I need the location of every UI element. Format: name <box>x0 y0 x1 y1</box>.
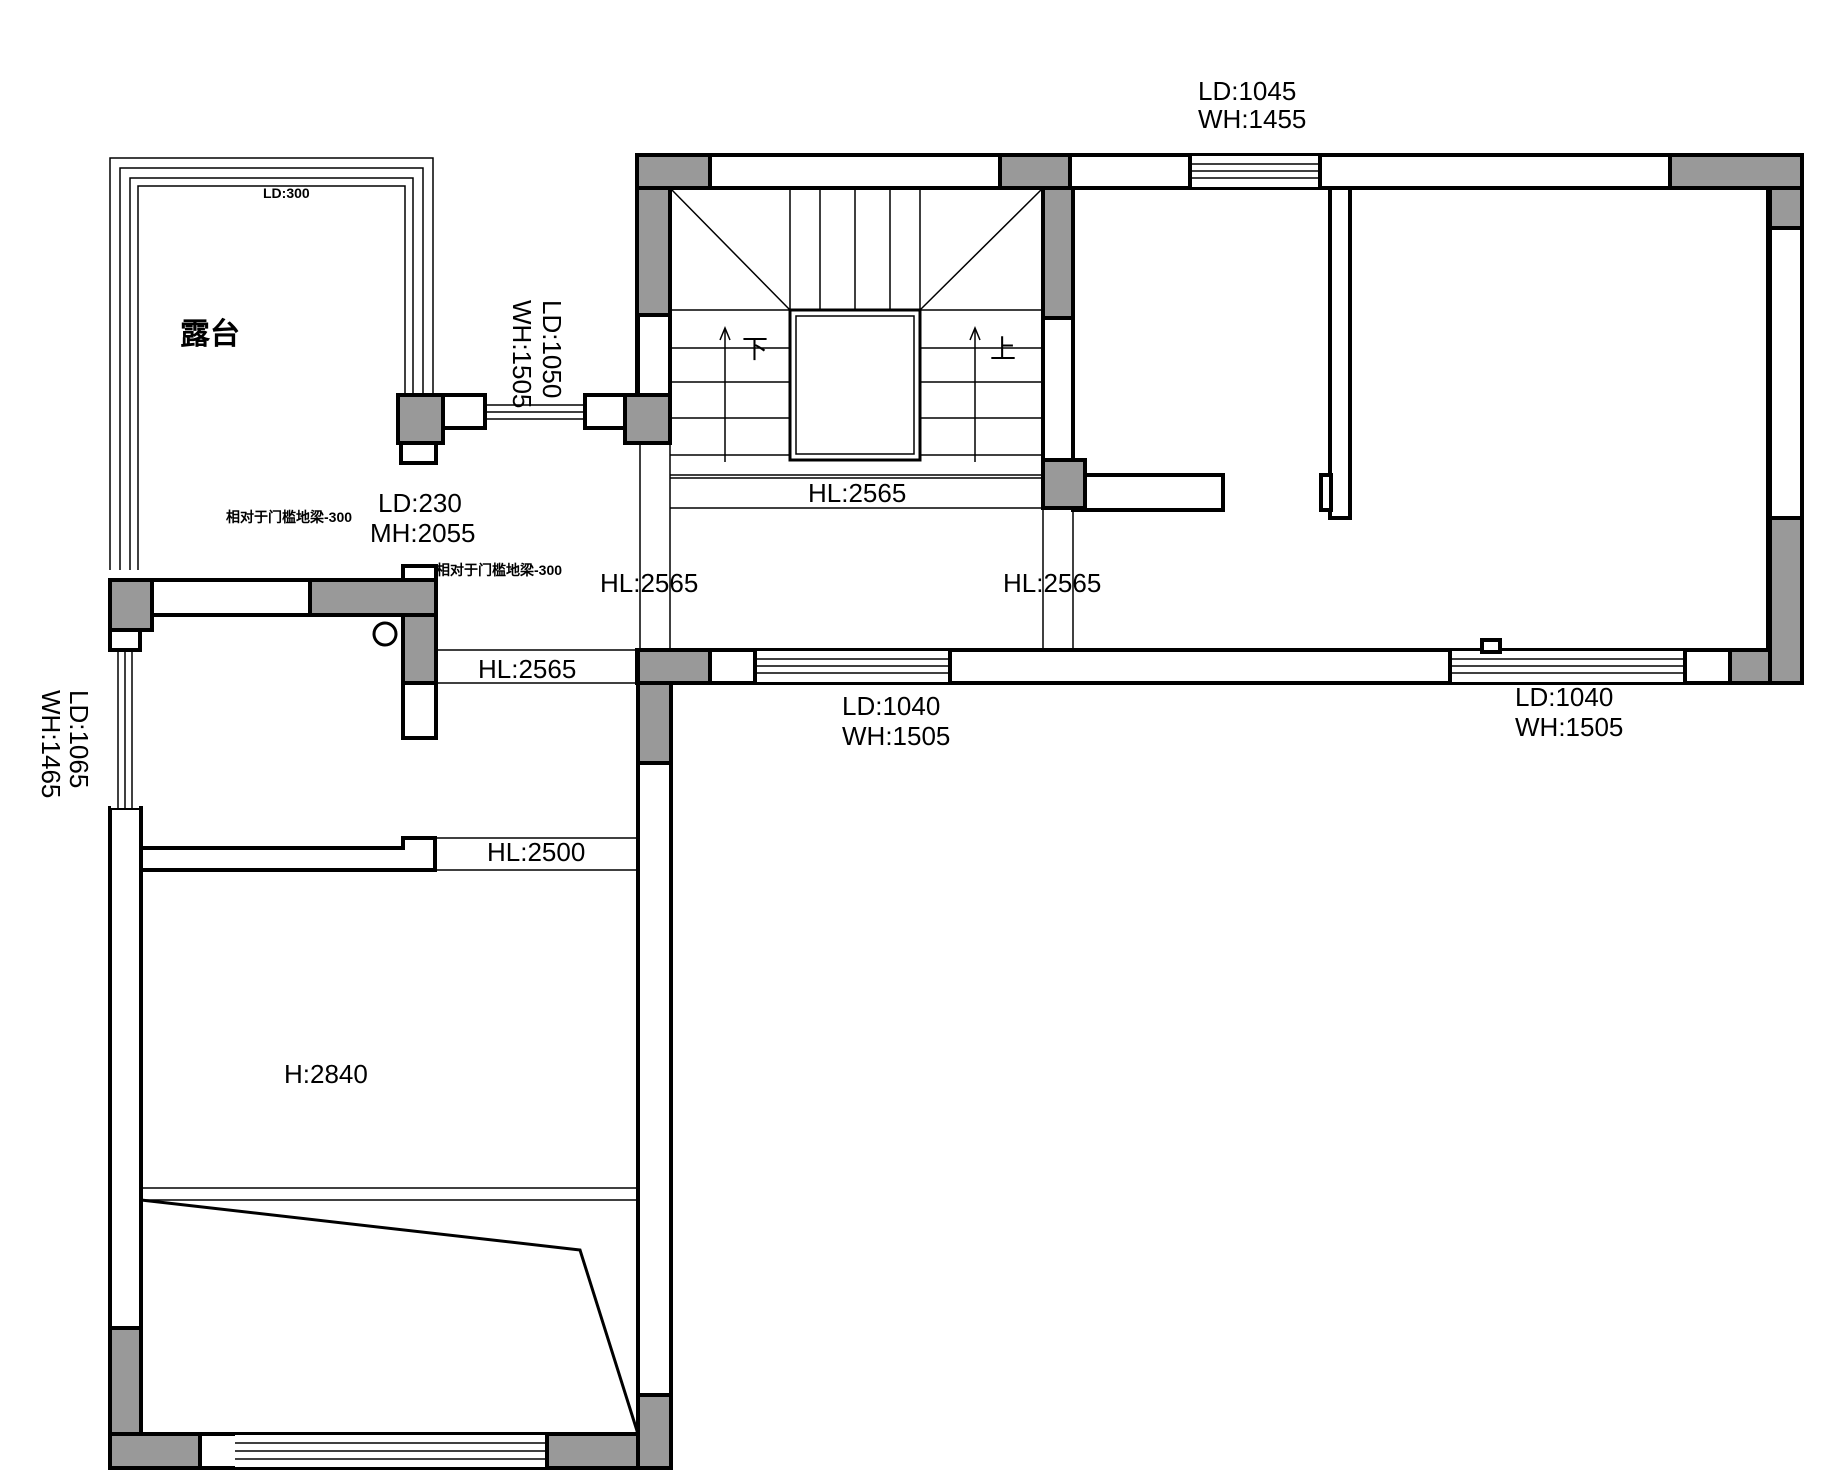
window-balcony-ld: LD:1050 <box>537 300 567 398</box>
stair-down-label: 下 <box>742 334 768 364</box>
balcony-label: 露台 <box>180 317 240 351</box>
stair-up-label: 上 <box>990 334 1016 364</box>
window-top-wh: WH:1455 <box>1198 104 1306 134</box>
balcony-top-note: LD:300 <box>263 185 310 201</box>
window-bottom-right-ld: LD:1040 <box>1515 682 1613 712</box>
sloped-ceiling-outline <box>140 1198 640 1435</box>
door-mh: MH:2055 <box>370 518 476 548</box>
interior-walls <box>108 153 1804 872</box>
window-lower-bottom <box>235 1435 547 1467</box>
balcony-railing <box>109 157 434 570</box>
window-balcony-wh: WH:1505 <box>507 300 537 408</box>
window-left <box>111 650 139 808</box>
balcony-floor-note: 相对于门槛地梁-300 <box>226 509 352 525</box>
window-left-wh: WH:1465 <box>36 690 66 798</box>
mid-beam-label: HL:2565 <box>478 654 576 684</box>
window-top-ld: LD:1045 <box>1198 76 1296 106</box>
door-ld: LD:230 <box>378 488 462 518</box>
window-bottom-right <box>1450 651 1685 682</box>
beam-lines <box>141 443 1074 1201</box>
lower-room-height: H:2840 <box>284 1059 368 1089</box>
labels: LD:1045 WH:1455 LD:1050 WH:1505 LD:1065 … <box>36 76 1623 1089</box>
window-bottom-mid-wh: WH:1505 <box>842 721 950 751</box>
left-vertical-beam-label: HL:2565 <box>600 568 698 598</box>
window-bottom-mid <box>755 651 950 682</box>
window-bottom-right-wh: WH:1505 <box>1515 712 1623 742</box>
columns <box>108 153 1804 1470</box>
right-vertical-beam-label: HL:2565 <box>1003 568 1101 598</box>
window-balcony-link <box>485 397 585 427</box>
stair-beam-label: HL:2565 <box>808 478 906 508</box>
window-bottom-mid-ld: LD:1040 <box>842 691 940 721</box>
staircase: 下 上 <box>669 187 1044 476</box>
lower-beam-label: HL:2500 <box>487 837 585 867</box>
window-left-ld: LD:1065 <box>64 690 94 788</box>
exterior-walls <box>108 153 1804 1470</box>
door-floor-note: 相对于门槛地梁-300 <box>436 562 562 578</box>
window-top <box>1190 156 1320 187</box>
